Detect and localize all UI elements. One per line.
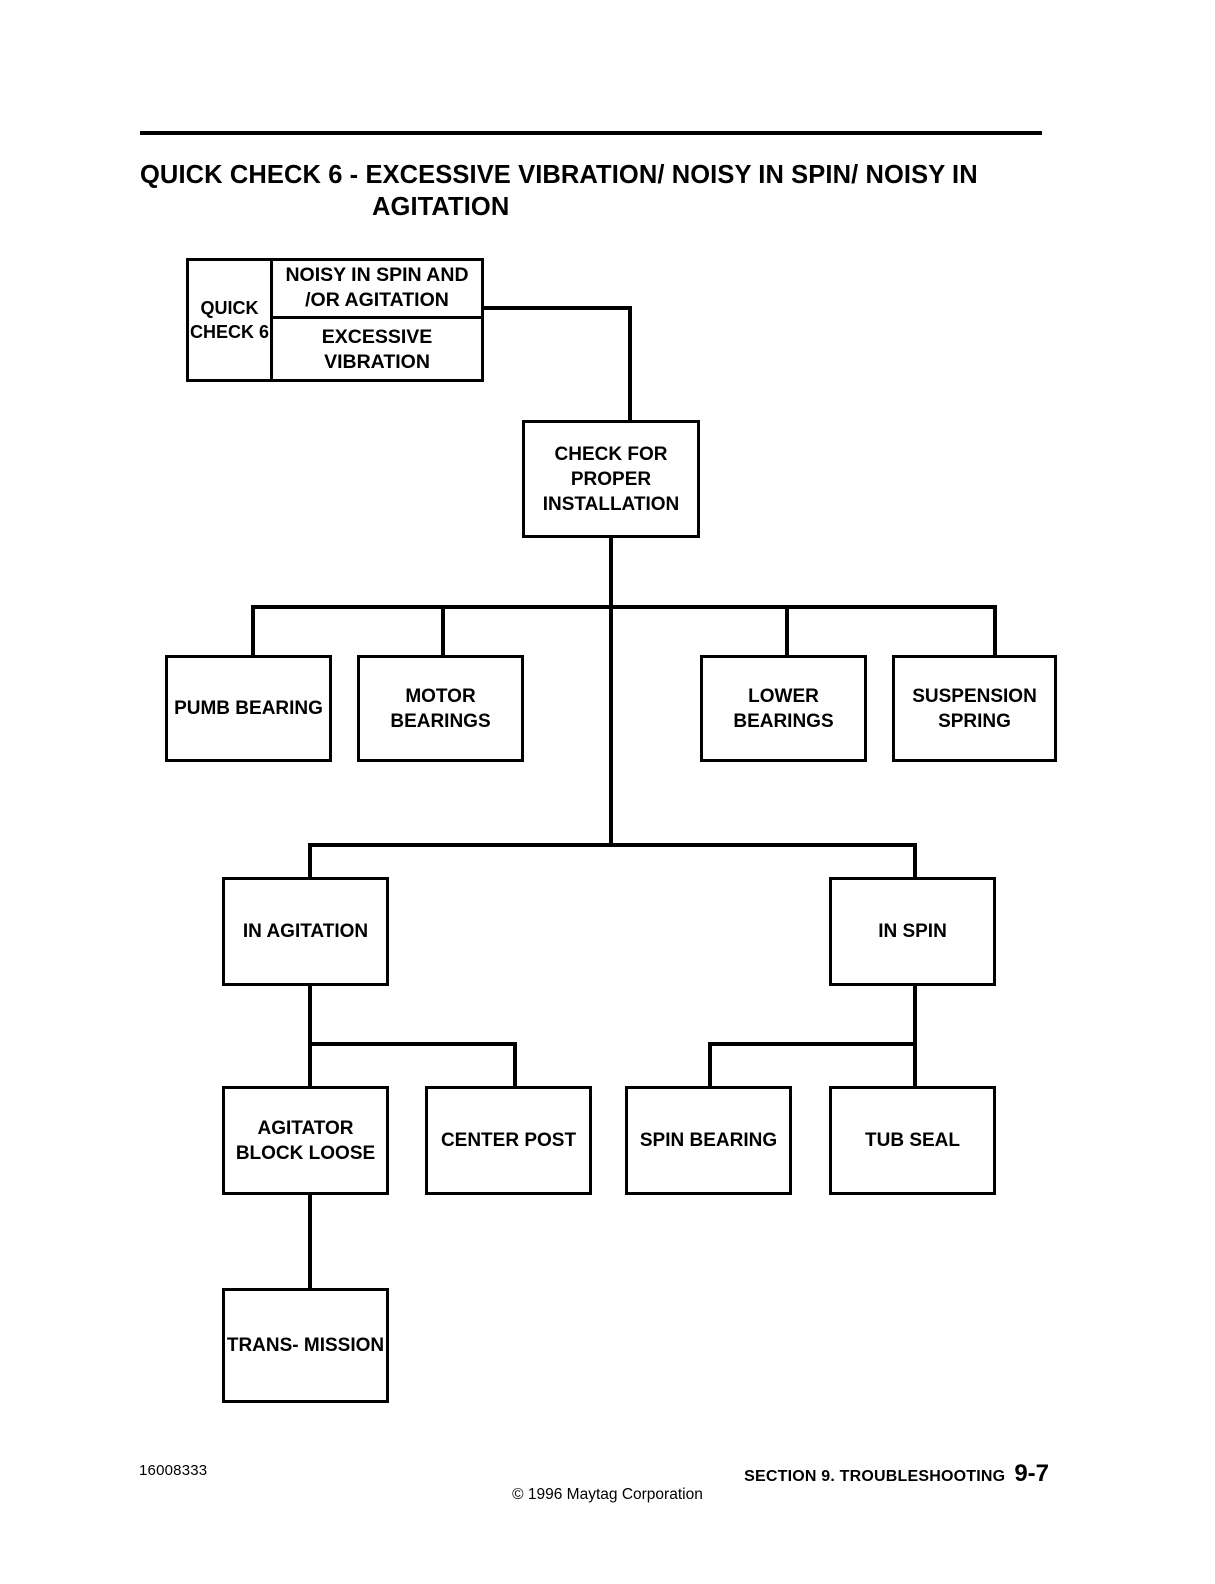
node-lower-bearings-label: LOWER BEARINGS <box>733 685 834 732</box>
node-agitator-block-loose-label: AGITATOR BLOCK LOOSE <box>235 1117 376 1164</box>
footer-section-label: SECTION 9. TROUBLESHOOTING <box>744 1468 1006 1485</box>
node-check-for-proper-installation-label: CHECK FOR PROPER INSTALLATION <box>542 443 680 515</box>
title-divider-rule <box>140 131 1042 135</box>
node-tub-seal[interactable]: TUB SEAL <box>829 1086 996 1195</box>
page-title-line-2: AGITATION <box>372 193 510 222</box>
connector-bus-components-horizontal <box>251 605 997 609</box>
connector-start-to-installation-vertical <box>628 306 632 422</box>
node-check-for-proper-installation[interactable]: CHECK FOR PROPER INSTALLATION <box>522 420 700 538</box>
page-title-line-1: QUICK CHECK 6 - EXCESSIVE VIBRATION/ NOI… <box>140 161 978 190</box>
connector-spin-to-spin-bearing-horizontal <box>708 1042 917 1046</box>
node-pump-bearing-label: PUMB BEARING <box>174 698 323 719</box>
connector-agitation-to-center-post-horizontal <box>308 1042 517 1046</box>
footer-page-number: 9-7 <box>1014 1460 1049 1487</box>
node-motor-bearings[interactable]: MOTOR BEARINGS <box>357 655 524 762</box>
node-transmission-label: TRANS- MISSION <box>226 1335 385 1356</box>
footer-part-number: 16008333 <box>139 1462 208 1479</box>
connector-drop-lower-bearings <box>785 605 789 657</box>
node-agitator-block-loose[interactable]: AGITATOR BLOCK LOOSE <box>222 1086 389 1195</box>
connector-drop-in-agitation <box>308 843 312 879</box>
node-spin-bearing-label: SPIN BEARING <box>639 1130 778 1151</box>
footer-section-reference: SECTION 9. TROUBLESHOOTING 9-7 <box>744 1460 1049 1488</box>
connector-drop-suspension-spring <box>993 605 997 657</box>
connector-drop-in-spin <box>913 843 917 879</box>
node-suspension-spring[interactable]: SUSPENSION SPRING <box>892 655 1057 762</box>
connector-drop-center-post <box>513 1042 517 1088</box>
page-title: QUICK CHECK 6 - EXCESSIVE VIBRATION/ NOI… <box>140 159 1050 223</box>
symptom-primary: NOISY IN SPIN AND /OR AGITATION <box>273 261 481 320</box>
node-center-post[interactable]: CENTER POST <box>425 1086 592 1195</box>
quick-check-symptom-cell: NOISY IN SPIN AND /OR AGITATION EXCESSIV… <box>273 261 481 379</box>
connector-agitator-to-transmission-vertical <box>308 1192 312 1290</box>
connector-drop-pump-bearing <box>251 605 255 657</box>
connector-drop-motor-bearings <box>441 605 445 657</box>
connector-bus-mode-horizontal <box>308 843 917 847</box>
node-motor-bearings-label: MOTOR BEARINGS <box>390 685 491 732</box>
node-center-post-label: CENTER POST <box>440 1130 577 1151</box>
node-lower-bearings[interactable]: LOWER BEARINGS <box>700 655 867 762</box>
connector-spin-trunk-vertical <box>913 984 917 1088</box>
footer-copyright: © 1996 Maytag Corporation <box>512 1486 703 1503</box>
node-spin-bearing[interactable]: SPIN BEARING <box>625 1086 792 1195</box>
quick-check-label-cell: QUICK CHECK 6 <box>189 261 273 379</box>
node-in-spin-label: IN SPIN <box>878 921 947 942</box>
node-in-agitation-label: IN AGITATION <box>242 921 369 942</box>
connector-drop-spin-bearing <box>708 1042 712 1088</box>
connector-agitation-trunk-vertical <box>308 984 312 1088</box>
node-transmission[interactable]: TRANS- MISSION <box>222 1288 389 1403</box>
node-in-agitation[interactable]: IN AGITATION <box>222 877 389 986</box>
connector-start-to-installation-horizontal <box>482 306 632 310</box>
node-quick-check-6[interactable]: QUICK CHECK 6 NOISY IN SPIN AND /OR AGIT… <box>186 258 484 382</box>
node-tub-seal-label: TUB SEAL <box>865 1130 960 1151</box>
quick-check-label: QUICK CHECK 6 <box>189 298 269 342</box>
node-in-spin[interactable]: IN SPIN <box>829 877 996 986</box>
symptom-secondary: EXCESSIVE VIBRATION <box>321 326 433 374</box>
node-suspension-spring-label: SUSPENSION SPRING <box>912 685 1037 732</box>
connector-main-trunk-vertical <box>609 536 613 847</box>
node-pump-bearing[interactable]: PUMB BEARING <box>165 655 332 762</box>
